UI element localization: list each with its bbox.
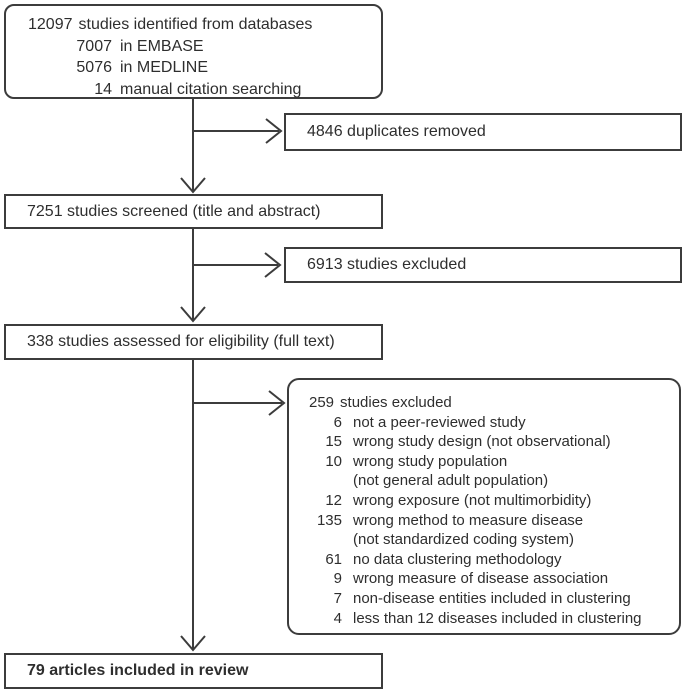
exclusion-reason-list: 6 not a peer-reviewed study 15 wrong study … bbox=[309, 413, 671, 629]
box-studies-assessed: 338 studies assessed for eligibility (fu… bbox=[4, 324, 383, 360]
item-label: non-disease entities included in cluster… bbox=[353, 589, 631, 607]
exclusion-reason-item: 135 wrong method to measure disease bbox=[309, 511, 671, 531]
exclusion-reason-item: 7 non-disease entities included in cluste… bbox=[309, 589, 671, 609]
item-continuation: (not general adult population) bbox=[353, 472, 549, 490]
studies-assessed-label: 338 studies assessed for eligibility (fu… bbox=[27, 333, 335, 350]
item-label: manual citation searching bbox=[120, 80, 302, 98]
item-label: wrong measure of disease association bbox=[353, 570, 609, 588]
box-studies-identified: 12097 studies identified from databases … bbox=[4, 4, 383, 99]
studies-excluded-screening-label: 6913 studies excluded bbox=[307, 256, 467, 273]
arrowhead-right-excluded-fulltext bbox=[268, 390, 286, 416]
item-count: 6 bbox=[333, 413, 342, 431]
item-label: wrong method to measure disease bbox=[353, 511, 584, 529]
identified-title: 12097 studies identified from databases bbox=[28, 14, 371, 36]
box-articles-included: 79 articles included in review bbox=[4, 653, 383, 689]
item-count: 14 bbox=[94, 80, 112, 98]
arrowhead-down-screened bbox=[180, 177, 206, 194]
exclusion-reason-item: 6 not a peer-reviewed study bbox=[309, 413, 671, 433]
item-label: not a peer-reviewed study bbox=[353, 413, 526, 431]
item-count: 12 bbox=[325, 491, 342, 509]
arrowhead-right-duplicates bbox=[265, 118, 283, 144]
exclusion-reason-item: 61 no data clustering methodology bbox=[309, 550, 671, 570]
item-label: wrong exposure (not multimorbidity) bbox=[353, 491, 592, 509]
identified-source-list: 7007 in EMBASE 5076 in MEDLINE 14 manual cita… bbox=[28, 36, 371, 101]
item-count: 61 bbox=[325, 550, 342, 568]
item-count: 135 bbox=[316, 511, 342, 529]
identified-count: 12097 bbox=[28, 16, 73, 33]
exclusion-reason-item: 9 wrong measure of disease association bbox=[309, 569, 671, 589]
item-count: 15 bbox=[325, 433, 342, 451]
box-studies-screened: 7251 studies screened (title and abstrac… bbox=[4, 194, 383, 229]
excluded-fulltext-label: studies excluded bbox=[340, 394, 452, 411]
source-item: 14 manual citation searching bbox=[28, 79, 371, 101]
item-label: no data clustering methodology bbox=[353, 550, 562, 568]
item-count: 4 bbox=[333, 609, 342, 627]
source-item: 7007 in EMBASE bbox=[28, 36, 371, 58]
item-count: 10 bbox=[325, 452, 342, 470]
studies-screened-label: 7251 studies screened (title and abstrac… bbox=[27, 202, 321, 220]
item-label: in EMBASE bbox=[120, 37, 204, 55]
arrowhead-down-included bbox=[180, 635, 206, 652]
duplicates-removed-label: 4846 duplicates removed bbox=[307, 123, 486, 140]
excluded-fulltext-title: 259 studies excluded bbox=[309, 393, 671, 413]
box-studies-excluded-fulltext: 259 studies excluded 6 not a peer-reviewe… bbox=[287, 378, 681, 635]
source-item: 5076 in MEDLINE bbox=[28, 57, 371, 79]
item-continuation: (not standardized coding system) bbox=[353, 531, 574, 549]
item-label: in MEDLINE bbox=[120, 59, 209, 76]
box-studies-excluded-screening: 6913 studies excluded bbox=[284, 247, 682, 283]
item-label: wrong study population bbox=[353, 452, 508, 470]
item-label: wrong study design (not observational) bbox=[353, 433, 611, 451]
articles-included-label: 79 articles included in review bbox=[27, 662, 249, 679]
arrowhead-right-excluded-screening bbox=[264, 252, 282, 278]
item-count: 7007 bbox=[76, 37, 112, 55]
exclusion-reason-item: 10 wrong study population bbox=[309, 452, 671, 472]
box-duplicates-removed: 4846 duplicates removed bbox=[284, 113, 682, 151]
arrowhead-down-assessed bbox=[180, 306, 206, 323]
item-label: less than 12 diseases included in cluste… bbox=[353, 609, 642, 627]
identified-label: studies identified from databases bbox=[78, 16, 313, 33]
exclusion-reason-item: 12 wrong exposure (not multimorbidity) bbox=[309, 491, 671, 511]
excluded-fulltext-count: 259 bbox=[309, 394, 335, 411]
item-count: 9 bbox=[333, 570, 342, 588]
exclusion-reason-item: 4 less than 12 diseases included in clust… bbox=[309, 609, 671, 629]
exclusion-reason-item: 15 wrong study design (not observational) bbox=[309, 432, 671, 452]
item-count: 7 bbox=[333, 589, 342, 607]
item-count: 5076 bbox=[76, 59, 112, 76]
